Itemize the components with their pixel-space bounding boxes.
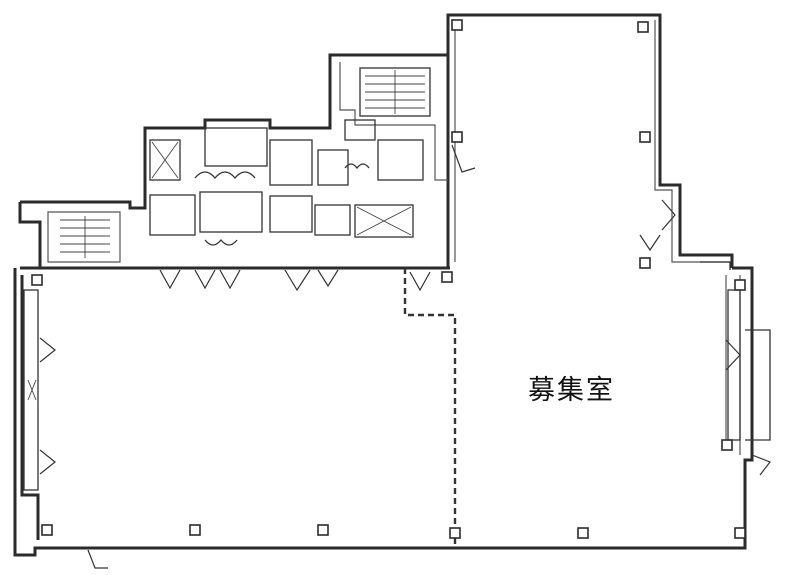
tenant-boundary [403,268,457,548]
core-doors [159,144,476,292]
toilet-rooms [149,119,424,246]
elevators [149,127,313,233]
outer-walls [13,13,754,557]
stairs-upper [359,67,431,117]
room-label-vacancy: 募集室 [528,375,615,406]
stairs-left [60,216,110,258]
service-core [18,53,476,292]
columns [31,19,746,539]
side-shafts [23,199,771,569]
